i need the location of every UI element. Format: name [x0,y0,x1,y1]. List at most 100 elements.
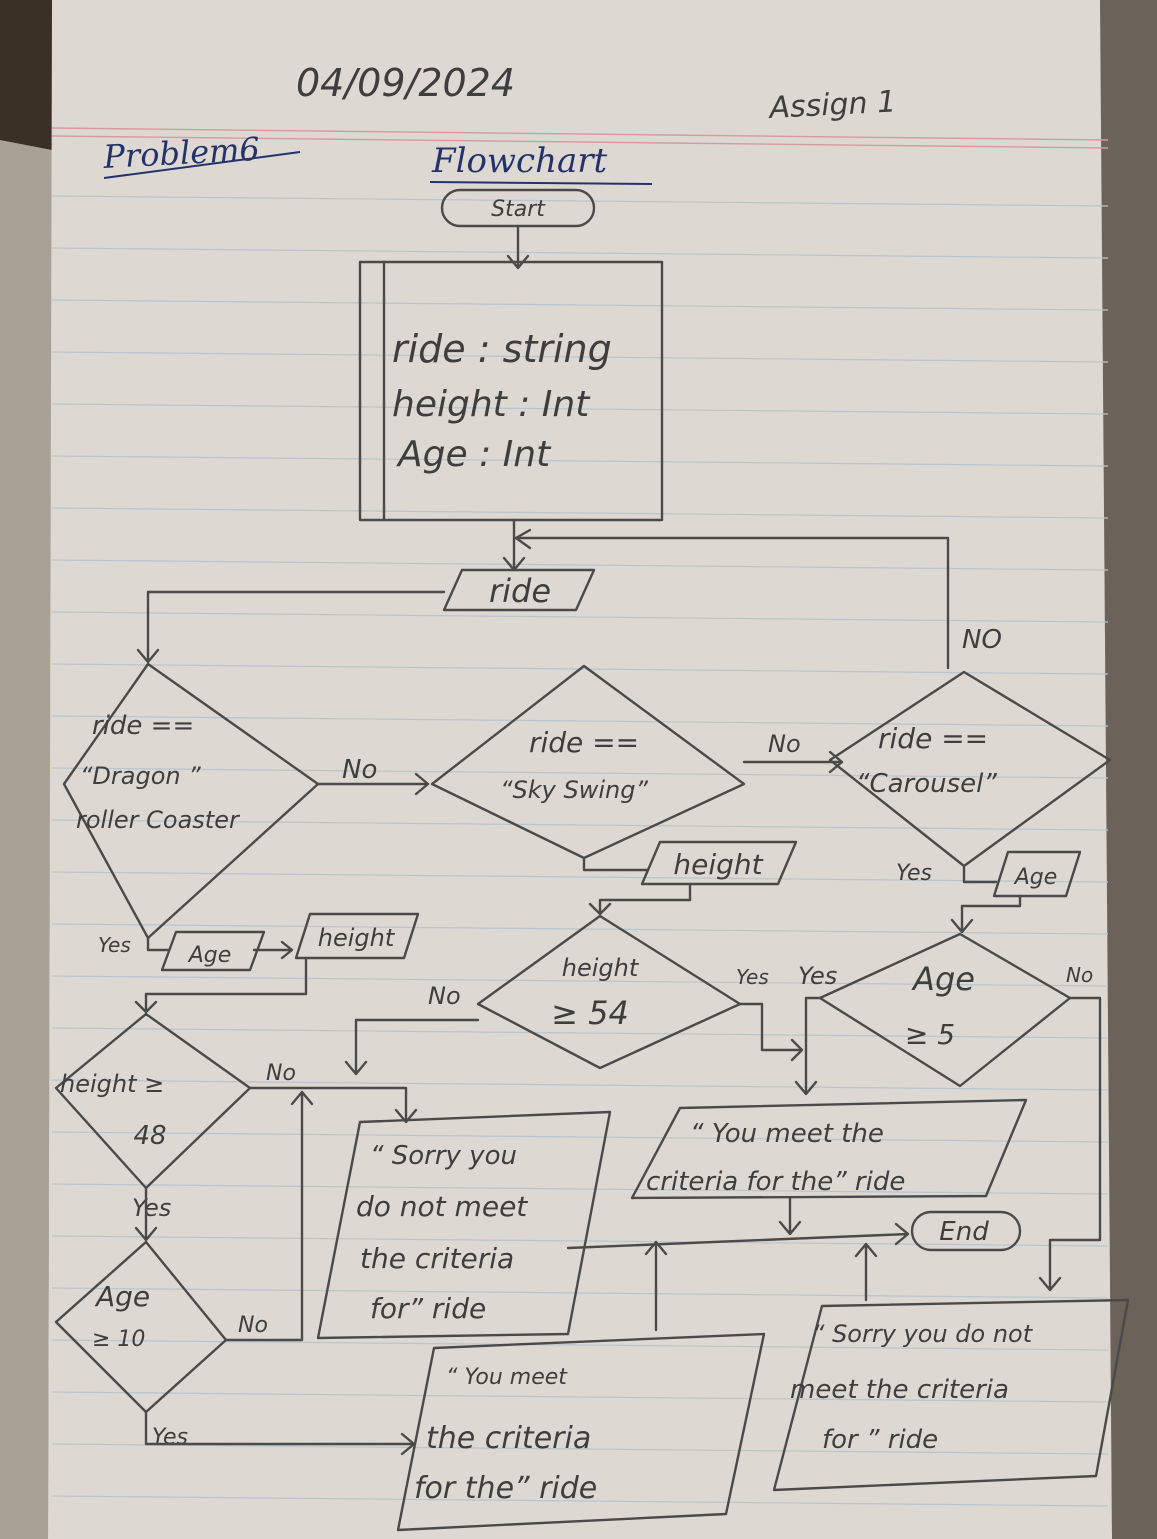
ruled-line [51,1131,1109,1143]
margin-line-2 [51,135,1109,149]
decision-48-line2: 48 [133,1121,166,1151]
sorry-left-line2: do not meet [356,1190,528,1223]
output-meet-bottom [396,1332,766,1532]
date-text: 04/09/2024 [296,61,515,105]
decision-dragon-line1: ride == [92,711,194,741]
sorry-right-line1: “ Sorry you do not [812,1320,1034,1348]
ruled-line [51,819,1109,831]
sorry-right-line3: for ” ride [822,1425,938,1455]
label-age10-no: No [238,1313,268,1338]
decision-age10-line1: Age [94,1280,150,1313]
output-sorry-right [772,1298,1130,1492]
arrow-meet-bottom-to-end [644,1240,668,1332]
arrow-height-to-decision54 [588,882,692,916]
ruled-line [51,1183,1109,1195]
label-dragon-no: No [342,755,377,785]
arrow-height-to-decision48 [134,956,308,1014]
input-height-sky-label: height [673,848,763,881]
arrow-sorry-left-to-end [566,1222,910,1250]
decision-sky-line1: ride == [529,726,639,759]
ruled-line [51,455,1109,467]
meet-bottom-line2: the criteria [426,1421,591,1456]
loop-back-carousel-no [514,536,950,670]
decision-carousel-line2: “Carousel” [856,769,997,799]
decision-48-line1: height ≥ [60,1070,164,1098]
arrow-sorry-right-to-end [854,1242,878,1302]
label-age5-no: No [1066,963,1093,987]
end-terminal [910,1210,1022,1252]
input-height-dragon-label: height [318,924,396,952]
sorry-left-line1: “ Sorry you [370,1141,517,1171]
sorry-left-line3: the criteria [360,1242,514,1275]
meet-bottom-line1: “ You meet [446,1365,568,1390]
decision-age10-line2: ≥ 10 [92,1327,145,1352]
label-carousel-no: NO [962,625,1002,655]
decision-carousel-line1: ride == [878,722,988,755]
meet-center-line2: criteria for the” ride [646,1167,905,1197]
ruled-line [51,559,1109,571]
meet-bottom-line3: for the” ride [414,1471,597,1506]
arrow-carousel-yes-to-age [962,864,998,884]
ruled-line [51,1079,1109,1091]
input-height-sky [640,840,798,886]
input-age-dragon-label: Age [187,943,232,968]
label-48-no: No [266,1061,296,1086]
ruled-line [51,1339,1109,1351]
assignment-text: Assign 1 [767,84,897,126]
decision-54-line1: height [562,954,640,982]
meet-center-line1: “ You meet the [690,1119,884,1149]
arrow-input-to-dragon [136,590,446,664]
arrow-age5-no [1038,996,1102,1292]
ruled-line [51,975,1109,987]
arrow-meet-to-end [778,1196,802,1236]
declaration-box [358,260,664,522]
arrow-dragon-yes [146,936,170,952]
arrow-age-to-decision5 [950,894,1022,934]
arrow-48-no [248,1086,418,1124]
ruled-line [51,351,1109,363]
left-page-edge [0,140,52,1539]
input-ride-label: ride [489,572,551,610]
input-age-carousel [992,850,1082,898]
arrow-dragon-no [316,772,430,796]
input-ride [442,568,596,612]
start-label: Start [491,197,546,222]
decision-54-line2: ≥ 54 [551,994,629,1032]
ruled-line [51,1027,1109,1039]
sorry-right-line2: meet the criteria [790,1375,1009,1405]
ruled-line [51,611,1109,623]
label-dragon-yes: Yes [98,933,131,957]
notebook-page [48,0,1112,1539]
ruled-line [51,247,1109,259]
decision-sky-line2: “Sky Swing” [500,776,648,804]
arrow-sky-yes-to-height [582,856,650,872]
ruled-line [51,299,1109,311]
arrow-sky-no [742,750,844,774]
declaration-age: Age : Int [396,434,552,475]
input-age-dragon [160,930,266,972]
output-meet-center [630,1098,1028,1200]
decision-dragon-line2: “Dragon ” [80,762,201,790]
arrow-age5-yes [794,996,822,1096]
label-sky-no: No [768,730,801,758]
label-48-yes: Yes [132,1194,171,1222]
input-height-dragon [294,912,420,960]
page-stack-right [1100,0,1157,1539]
ruled-line [51,1235,1109,1247]
arrow-age-to-height-dragon [252,940,294,960]
ruled-line [51,195,1109,207]
arrow-54-yes [738,1002,804,1062]
decision-age-5 [818,932,1072,1088]
ruled-line [51,403,1109,415]
label-54-no: No [428,982,461,1010]
decision-age5-line1: Age [911,960,975,998]
label-carousel-yes: Yes [896,861,932,886]
ruled-line [51,1391,1109,1403]
end-label: End [939,1217,989,1247]
flowchart-title: Flowchart [431,141,608,181]
declaration-height: height : Int [392,384,591,425]
arrow-age10-no [224,1090,314,1342]
ruled-line [51,715,1109,727]
